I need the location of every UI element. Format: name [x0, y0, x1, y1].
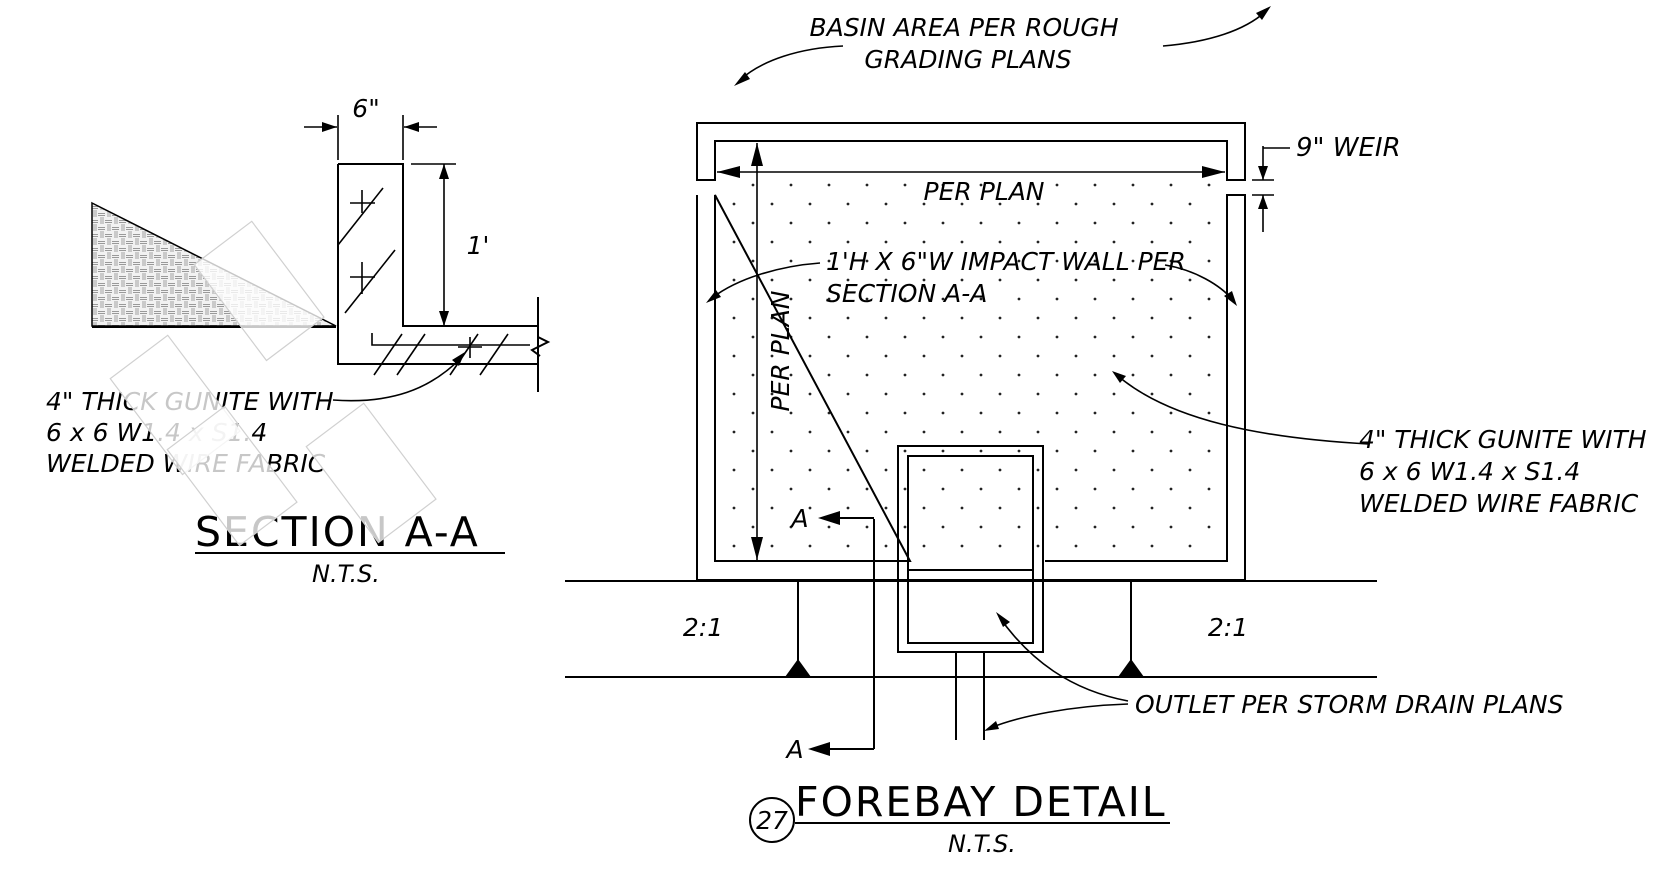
forebay-title-block: 27 FOREBAY DETAIL N.T.S. — [749, 778, 1170, 858]
forebay-detail: PER PLAN PER PLAN 9" WEIR BASIN AREA PER… — [565, 6, 1654, 858]
section-cut-bottom-label: A — [784, 735, 803, 764]
width-dimension: 6" — [304, 94, 437, 160]
slope-marker-left — [785, 659, 811, 677]
height-per-plan-dimension: PER PLAN — [751, 143, 795, 560]
wall-hatch — [337, 187, 396, 314]
weir-dimension: 9" WEIR — [1252, 133, 1401, 232]
impact-wall-outline — [337, 163, 538, 365]
outlet-note: OUTLET PER STORM DRAIN PLANS — [984, 612, 1564, 731]
outlet-label: OUTLET PER STORM DRAIN PLANS — [1135, 690, 1564, 719]
detail-number: 27 — [756, 806, 788, 835]
svg-text:4" THICK GUNITE WITH 6: 4" THICK GUNITE WITH 6 x 6 W1.4 x S1.4 W… — [1359, 425, 1654, 518]
section-cut-top-label: A — [789, 504, 808, 533]
slab-hatch — [371, 333, 530, 376]
section-cut-line: A A — [784, 504, 875, 764]
basin-area-note: BASIN AREA PER ROUGH GRADING PLANS — [734, 6, 1271, 86]
slope-right-label: 2:1 — [1208, 613, 1248, 642]
width-per-plan-dimension: PER PLAN — [717, 166, 1225, 206]
height-dimension: 1' — [411, 163, 490, 326]
section-a-a: 6" 1' 4" THICK GUNITE WITH 6 x 6 W1.4 x … — [46, 94, 551, 588]
forebay-scale: N.T.S. — [948, 830, 1016, 858]
height-dimension-label: 1' — [467, 231, 490, 260]
section-scale: N.T.S. — [312, 560, 380, 588]
forebay-gunite-note: 4" THICK GUNITE WITH 6 x 6 W1.4 x S1.4 W… — [1112, 371, 1654, 518]
overlay-artifacts — [109, 220, 437, 547]
impact-wall-note: 1'H X 6"W IMPACT WALL PER SECTION A-A — [706, 247, 1237, 308]
svg-text:1'H X 6"W IMPACT WALL PER: 1'H X 6"W IMPACT WALL PER SECTION A-A — [826, 247, 1194, 308]
outlet-structure — [897, 445, 1044, 740]
detail-number-bubble — [749, 797, 795, 843]
svg-text:BASIN AREA PER ROUGH G: BASIN AREA PER ROUGH GRADING PLANS — [809, 13, 1126, 74]
weir-label: 9" WEIR — [1296, 133, 1401, 163]
width-dimension-label: 6" — [352, 94, 379, 123]
height-per-plan-label: PER PLAN — [766, 290, 795, 411]
slope-left-label: 2:1 — [683, 613, 723, 642]
slope-marker-right — [1118, 659, 1144, 677]
width-per-plan-label: PER PLAN — [924, 177, 1045, 206]
gunite-dot-field — [718, 172, 1223, 560]
forebay-title: FOREBAY DETAIL — [795, 778, 1167, 826]
